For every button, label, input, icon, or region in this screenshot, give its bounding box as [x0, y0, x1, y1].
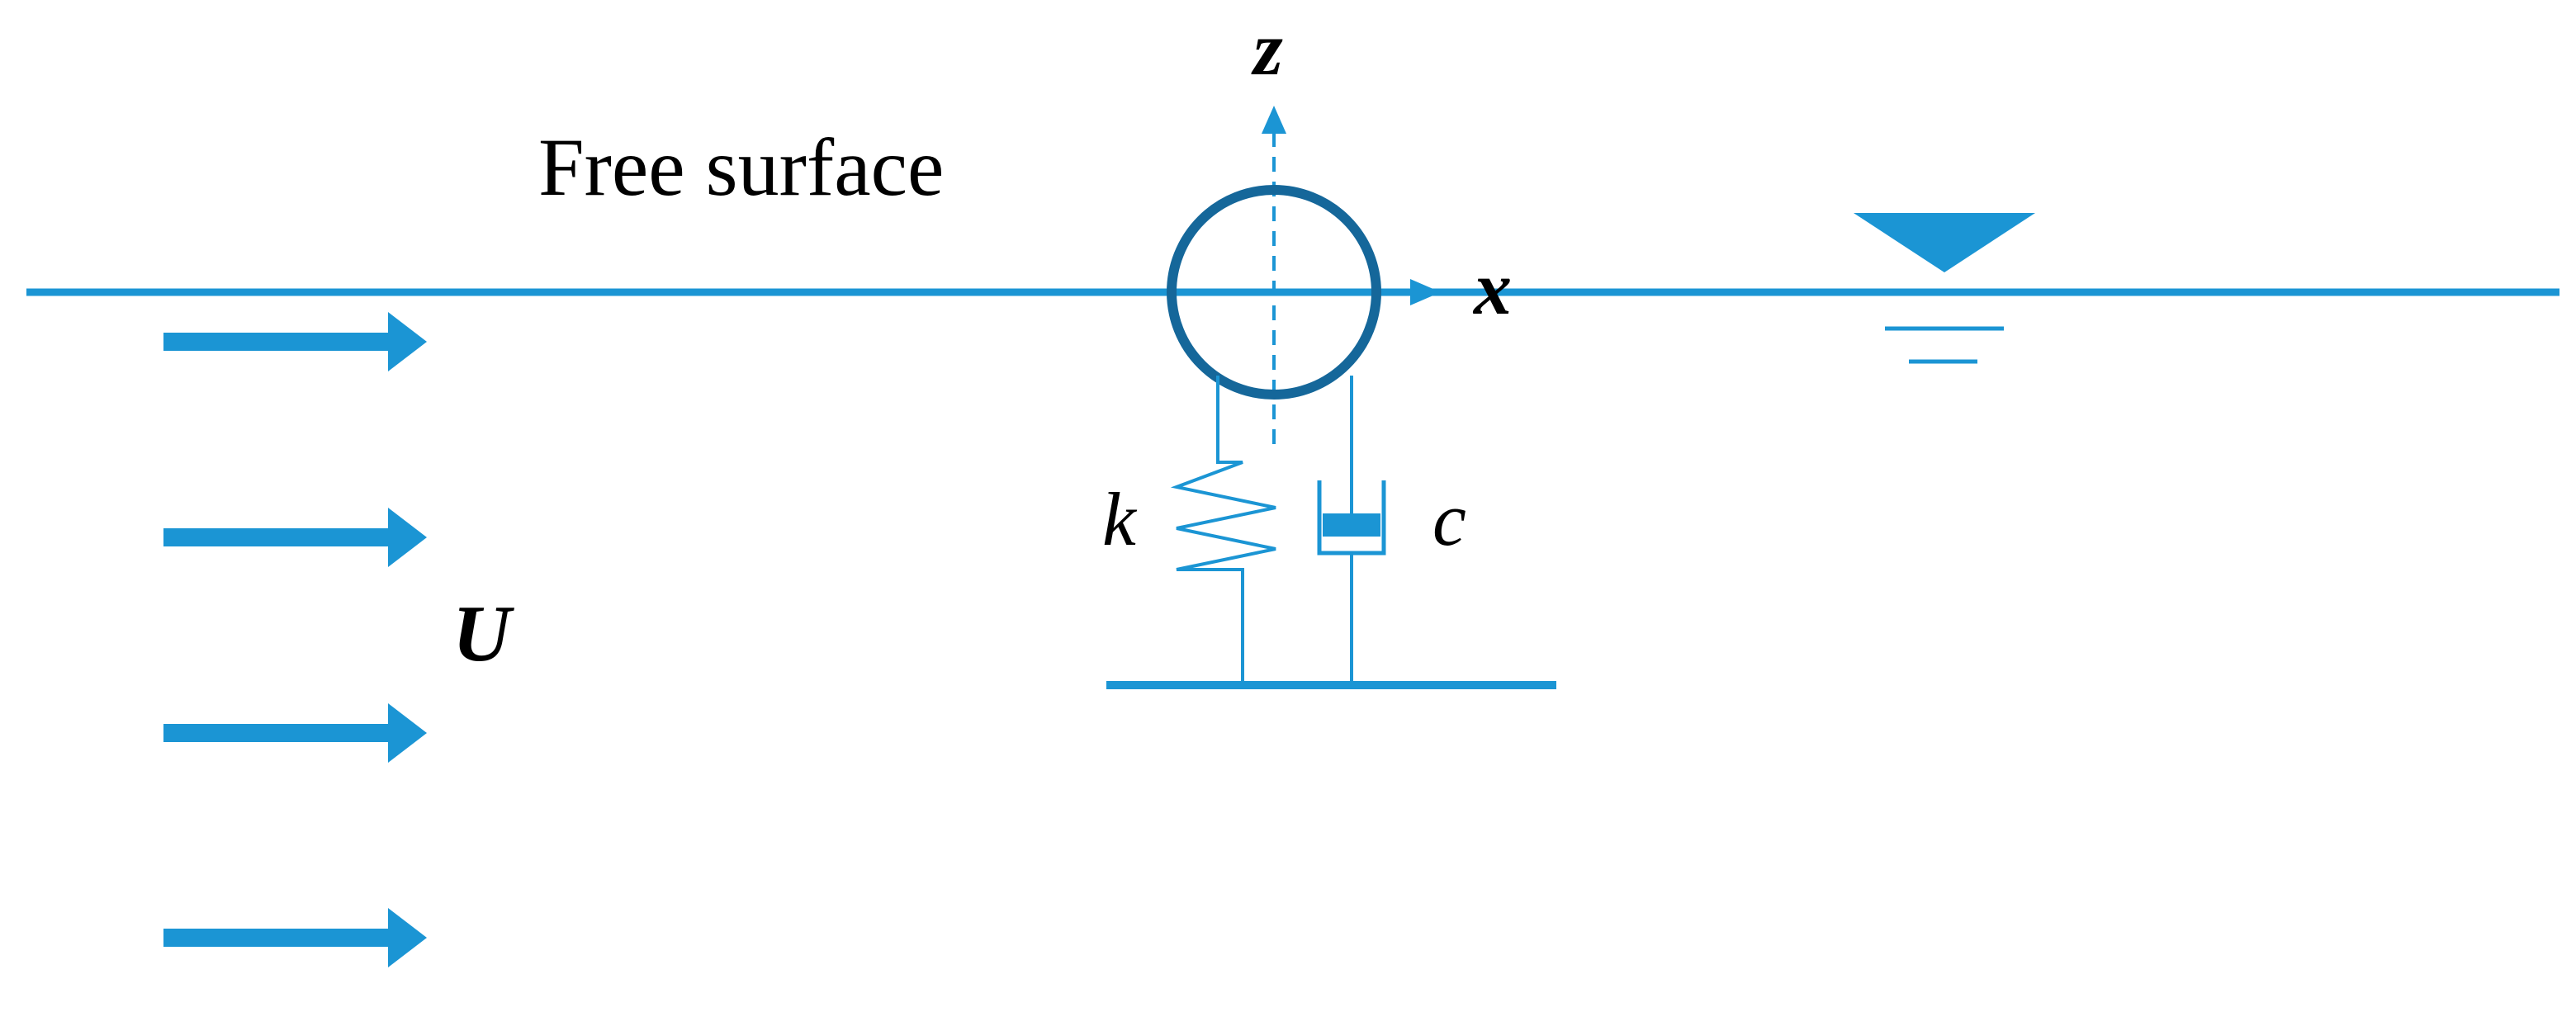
- flow-arrow-3: [163, 703, 427, 763]
- water-level-triangle: [1854, 213, 2035, 272]
- spring-coil: [1170, 376, 1276, 685]
- x-axis-arrowhead: [1410, 279, 1441, 305]
- coordinate-axes: [1189, 106, 1441, 450]
- water-level-symbol: [1854, 213, 2035, 364]
- damper-piston: [1323, 513, 1380, 537]
- free-surface-label: Free surface: [538, 121, 944, 213]
- cylinder: [1167, 185, 1381, 400]
- flow-arrow-1: [163, 312, 427, 371]
- damper: [1317, 376, 1386, 685]
- z-axis-label: z: [1251, 7, 1283, 91]
- flow-arrow-2: [163, 508, 427, 567]
- spring: [1170, 376, 1276, 685]
- x-axis-label: x: [1472, 246, 1512, 330]
- flow-velocity-label: U: [452, 589, 514, 679]
- damper-label: c: [1432, 477, 1466, 561]
- z-axis-arrowhead: [1262, 106, 1286, 134]
- flow-arrow-4: [163, 908, 427, 967]
- spring-label: k: [1102, 477, 1138, 561]
